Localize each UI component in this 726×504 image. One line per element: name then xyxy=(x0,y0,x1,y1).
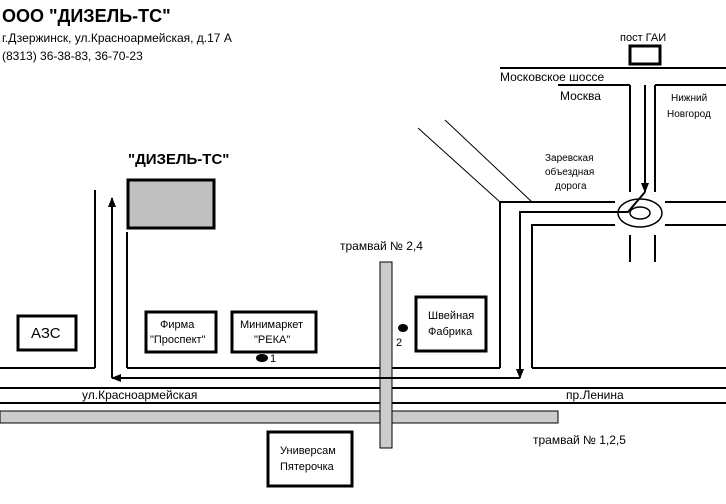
universam-label-2: Пятерочка xyxy=(280,461,335,473)
tram-line-vertical xyxy=(379,261,393,449)
minimarket-label-1: Минимаркет xyxy=(240,319,303,331)
company-address: г.Дзержинск, ул.Красноармейская, д.17 А xyxy=(2,31,232,45)
tram-24-label: трамвай № 2,4 xyxy=(340,239,423,253)
target-building xyxy=(126,178,216,230)
tram-stop-2-label: 2 xyxy=(396,337,402,349)
bypass-label-1: Заревская xyxy=(545,153,594,164)
minimarket-building xyxy=(230,310,318,354)
azs-building xyxy=(16,314,78,352)
tram-125-label: трамвай № 1,2,5 xyxy=(533,433,626,447)
north-road xyxy=(629,85,656,262)
firm-prospekt-label-1: Фирма xyxy=(160,319,195,331)
company-title: ООО "ДИЗЕЛЬ-ТС" xyxy=(2,6,171,26)
minimarket-label-2: "РЕКА" xyxy=(254,334,290,346)
bypass-label-3: дорога xyxy=(555,181,587,192)
universam-building xyxy=(266,430,354,488)
sewing-factory-label-2: Фабрика xyxy=(428,326,473,338)
tram-stop-1-marker xyxy=(256,354,268,362)
side-street-vertical xyxy=(94,190,128,368)
bypass-label-2: объездная xyxy=(545,166,594,178)
moscow-highway-label: Московское шоссе xyxy=(500,70,604,84)
sewing-factory-building xyxy=(414,295,488,353)
firm-prospekt-label-2: "Проспект" xyxy=(150,334,206,346)
tram-stop-1-label: 1 xyxy=(270,353,276,365)
krasnoarmeyskaya-label: ул.Красноармейская xyxy=(82,388,197,402)
lenina-label: пр.Ленина xyxy=(566,388,624,402)
diagonal-road xyxy=(417,119,533,203)
gai-post-label: пост ГАИ xyxy=(620,32,666,44)
krasnoarmeyskaya-street xyxy=(0,367,726,389)
sewing-factory-label-1: Швейная xyxy=(428,310,474,322)
gai-post-box xyxy=(628,44,662,66)
tram-stop-2-marker xyxy=(398,324,408,332)
moscow-label: Москва xyxy=(560,89,601,103)
company-phones: (8313) 36-38-83, 36-70-23 xyxy=(2,49,143,63)
route-path xyxy=(108,85,649,382)
tram-line-horizontal xyxy=(0,410,559,424)
moscow-highway xyxy=(500,67,726,86)
nizhny-label-2: Новгород xyxy=(667,109,711,120)
nizhny-label-1: Нижний xyxy=(671,93,707,104)
azs-label: АЗС xyxy=(31,325,61,342)
bypass-road xyxy=(499,201,726,368)
universam-label-1: Универсам xyxy=(280,445,336,457)
target-building-label: "ДИЗЕЛЬ-ТС" xyxy=(128,151,229,168)
firm-prospekt-building xyxy=(144,310,218,354)
